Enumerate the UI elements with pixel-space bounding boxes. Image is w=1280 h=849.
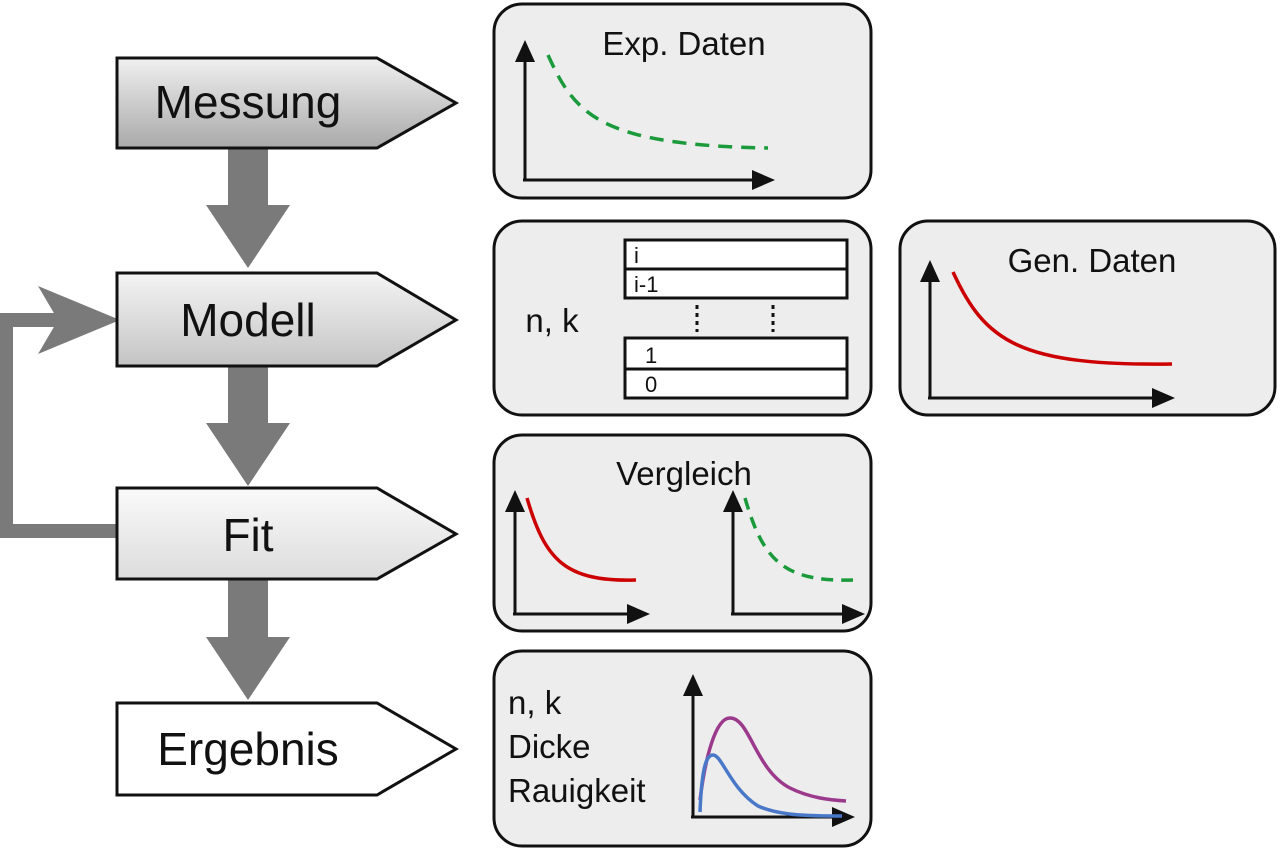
layer-1: [623, 336, 849, 371]
panel-gen-daten-title: Gen. Daten: [1008, 242, 1177, 279]
result-line-rauigkeit: Rauigkeit: [508, 772, 646, 809]
compare-axes-right: [723, 490, 865, 624]
step-ergebnis: Ergebnis: [115, 701, 459, 797]
compare-exp-curve: [743, 497, 854, 582]
compare-axes-left: [505, 490, 650, 624]
exp-data-curve: [546, 54, 769, 150]
result-line-nk: n, k: [508, 684, 562, 721]
step-messung: Messung: [115, 56, 460, 150]
gen-axes: [920, 260, 1175, 408]
panel-result: n, k Dicke Rauigkeit: [492, 649, 873, 848]
layer-1-label: 1: [645, 343, 657, 368]
model-nk-label: n, k: [525, 302, 579, 339]
step-modell-label: Modell: [180, 294, 316, 346]
result-curve-purple: [698, 716, 847, 803]
layer-i-minus-1: [623, 267, 849, 300]
layer-0: [623, 367, 849, 400]
panel-exp-daten-title: Exp. Daten: [602, 25, 765, 62]
step-ergebnis-label: Ergebnis: [157, 723, 339, 775]
flow-arrow-messung-modell: [206, 148, 290, 268]
layer-i-label: i: [634, 243, 639, 268]
exp-axes: [515, 40, 775, 190]
feedback-loop-arrow: [0, 286, 120, 538]
flow-arrow-fit-ergebnis: [206, 580, 290, 700]
layer-stack: i i-1 1 0: [623, 238, 849, 400]
result-line-dicke: Dicke: [508, 728, 591, 765]
compare-sim-curve: [525, 497, 637, 582]
step-messung-label: Messung: [155, 76, 342, 128]
layer-i-minus-1-label: i-1: [634, 272, 658, 297]
step-fit-label: Fit: [222, 509, 273, 561]
layer-i: [623, 238, 849, 271]
panel-exp-daten: Exp. Daten: [492, 2, 873, 200]
gen-data-curve: [951, 271, 1173, 366]
step-fit: Fit: [115, 486, 460, 581]
panel-vergleich: Vergleich: [492, 433, 873, 633]
panel-model: n, k i i-1 1 0: [492, 219, 873, 417]
flow-arrow-modell-fit: [206, 366, 290, 486]
layer-0-label: 0: [645, 372, 657, 397]
panel-gen-daten: Gen. Daten: [898, 219, 1277, 417]
step-modell: Modell: [115, 271, 459, 368]
panel-vergleich-title: Vergleich: [616, 455, 752, 492]
result-curve-blue: [698, 753, 843, 818]
